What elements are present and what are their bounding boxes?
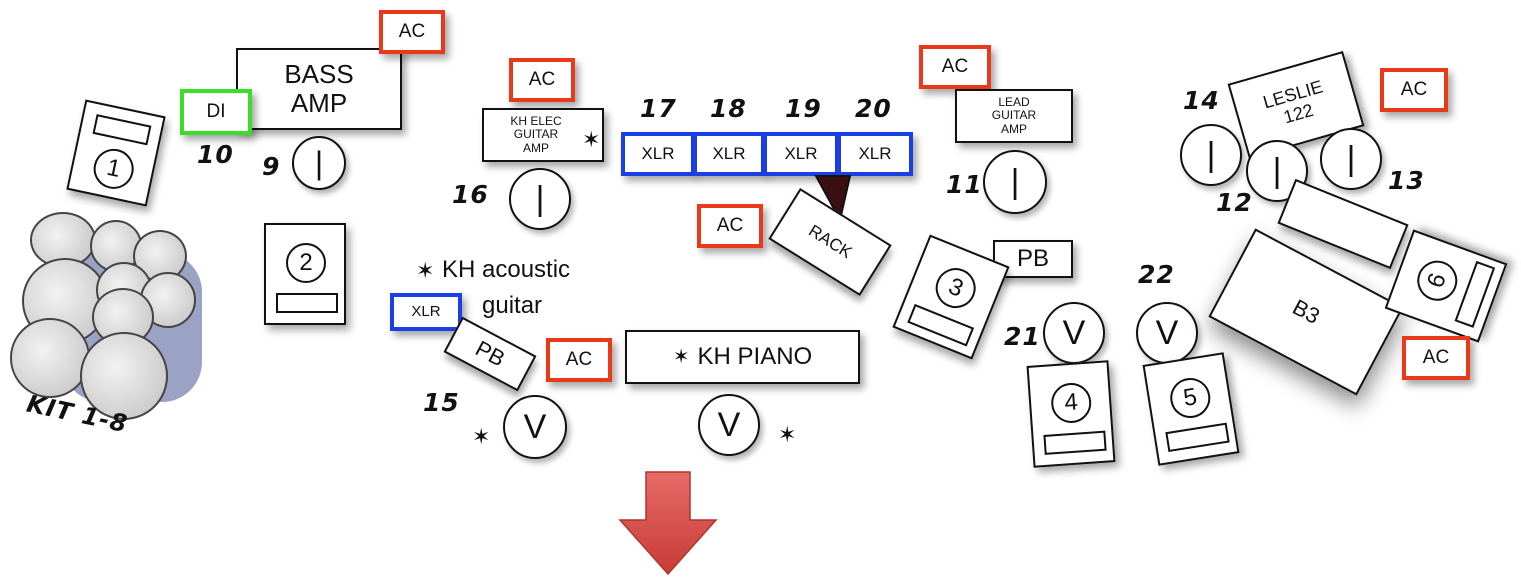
ac-outlet: AC bbox=[1402, 336, 1470, 380]
ac-outlet: AC bbox=[1380, 68, 1448, 112]
kh-acoustic-label-2: guitar bbox=[482, 292, 543, 319]
kh-acoustic-label: KH acoustic bbox=[442, 256, 571, 283]
monitor-grille bbox=[907, 303, 975, 347]
vocal-mic: V bbox=[503, 395, 567, 459]
di-box: DI bbox=[180, 89, 252, 135]
audience-direction-arrow-icon bbox=[618, 471, 718, 576]
monitor-grille bbox=[276, 293, 338, 313]
xlr-input: XLR bbox=[837, 132, 913, 176]
ac-outlet: AC bbox=[379, 10, 445, 54]
xlr-input: XLR bbox=[621, 132, 695, 176]
monitor-grille bbox=[1454, 260, 1496, 328]
star-icon: ✶ bbox=[582, 127, 601, 152]
channel-18: 18 bbox=[710, 94, 747, 123]
ac-outlet: AC bbox=[919, 45, 991, 89]
xlr-input: XLR bbox=[390, 293, 462, 331]
vocal-mic: V bbox=[1043, 302, 1105, 364]
monitor-number: 5 bbox=[1167, 375, 1214, 421]
monitor-number: 3 bbox=[929, 262, 982, 315]
monitor-1: 1 bbox=[66, 99, 166, 207]
monitor-number: 1 bbox=[89, 145, 138, 193]
channel-10: 10 bbox=[197, 140, 234, 169]
channel-16: 16 bbox=[452, 180, 489, 209]
lead-guitar-amp: LEAD GUITAR AMP bbox=[955, 89, 1073, 143]
channel-19: 19 bbox=[785, 94, 822, 123]
channel-17: 17 bbox=[640, 94, 677, 123]
ac-outlet: AC bbox=[509, 58, 575, 102]
monitor-number: 6 bbox=[1411, 255, 1463, 307]
ac-outlet: AC bbox=[697, 204, 763, 248]
star-icon: ✶ bbox=[416, 258, 435, 283]
monitor-4: 4 bbox=[1026, 360, 1116, 468]
vocal-mic: V bbox=[698, 394, 760, 456]
rack-pointer bbox=[814, 175, 852, 223]
vocal-mic: V bbox=[1136, 302, 1198, 364]
xlr-input: XLR bbox=[693, 132, 765, 176]
instrument-mic: | bbox=[509, 168, 571, 230]
playback-box: PB bbox=[443, 316, 537, 392]
monitor-grille bbox=[1165, 422, 1230, 453]
channel-15: 15 bbox=[423, 388, 460, 417]
kh-elec-guitar-amp: KH ELEC GUITAR AMP bbox=[482, 108, 604, 162]
channel-12: 12 bbox=[1216, 188, 1253, 217]
channel-9: 9 bbox=[262, 152, 281, 181]
drum bbox=[80, 332, 168, 420]
monitor-number: 4 bbox=[1049, 381, 1093, 425]
instrument-mic: | bbox=[1320, 128, 1382, 190]
kh-piano: ✶ KH PIANO bbox=[625, 330, 860, 384]
xlr-input: XLR bbox=[763, 132, 839, 176]
instrument-mic: | bbox=[983, 150, 1047, 214]
channel-14: 14 bbox=[1183, 86, 1220, 115]
instrument-mic: | bbox=[1180, 124, 1242, 186]
channel-20: 20 bbox=[855, 94, 892, 123]
ac-outlet: AC bbox=[546, 338, 612, 382]
channel-22: 22 bbox=[1138, 260, 1175, 289]
monitor-5: 5 bbox=[1142, 352, 1240, 466]
monitor-grille bbox=[92, 114, 152, 146]
monitor-number: 2 bbox=[286, 243, 326, 283]
monitor-grille bbox=[1043, 430, 1107, 455]
instrument-mic: | bbox=[292, 136, 346, 190]
cymbal bbox=[30, 212, 96, 268]
star-icon: ✶ bbox=[472, 424, 491, 449]
drum bbox=[10, 318, 90, 398]
channel-21: 21 bbox=[1004, 322, 1041, 351]
monitor-6: 6 bbox=[1384, 229, 1508, 343]
channel-11: 11 bbox=[946, 170, 983, 199]
star-icon: ✶ bbox=[672, 346, 690, 368]
monitor-2: 2 bbox=[264, 223, 346, 325]
bass-amp: BASS AMP bbox=[236, 48, 402, 130]
kh-piano-label: KH PIANO bbox=[697, 342, 813, 370]
star-icon: ✶ bbox=[778, 422, 797, 447]
channel-13: 13 bbox=[1388, 166, 1425, 195]
